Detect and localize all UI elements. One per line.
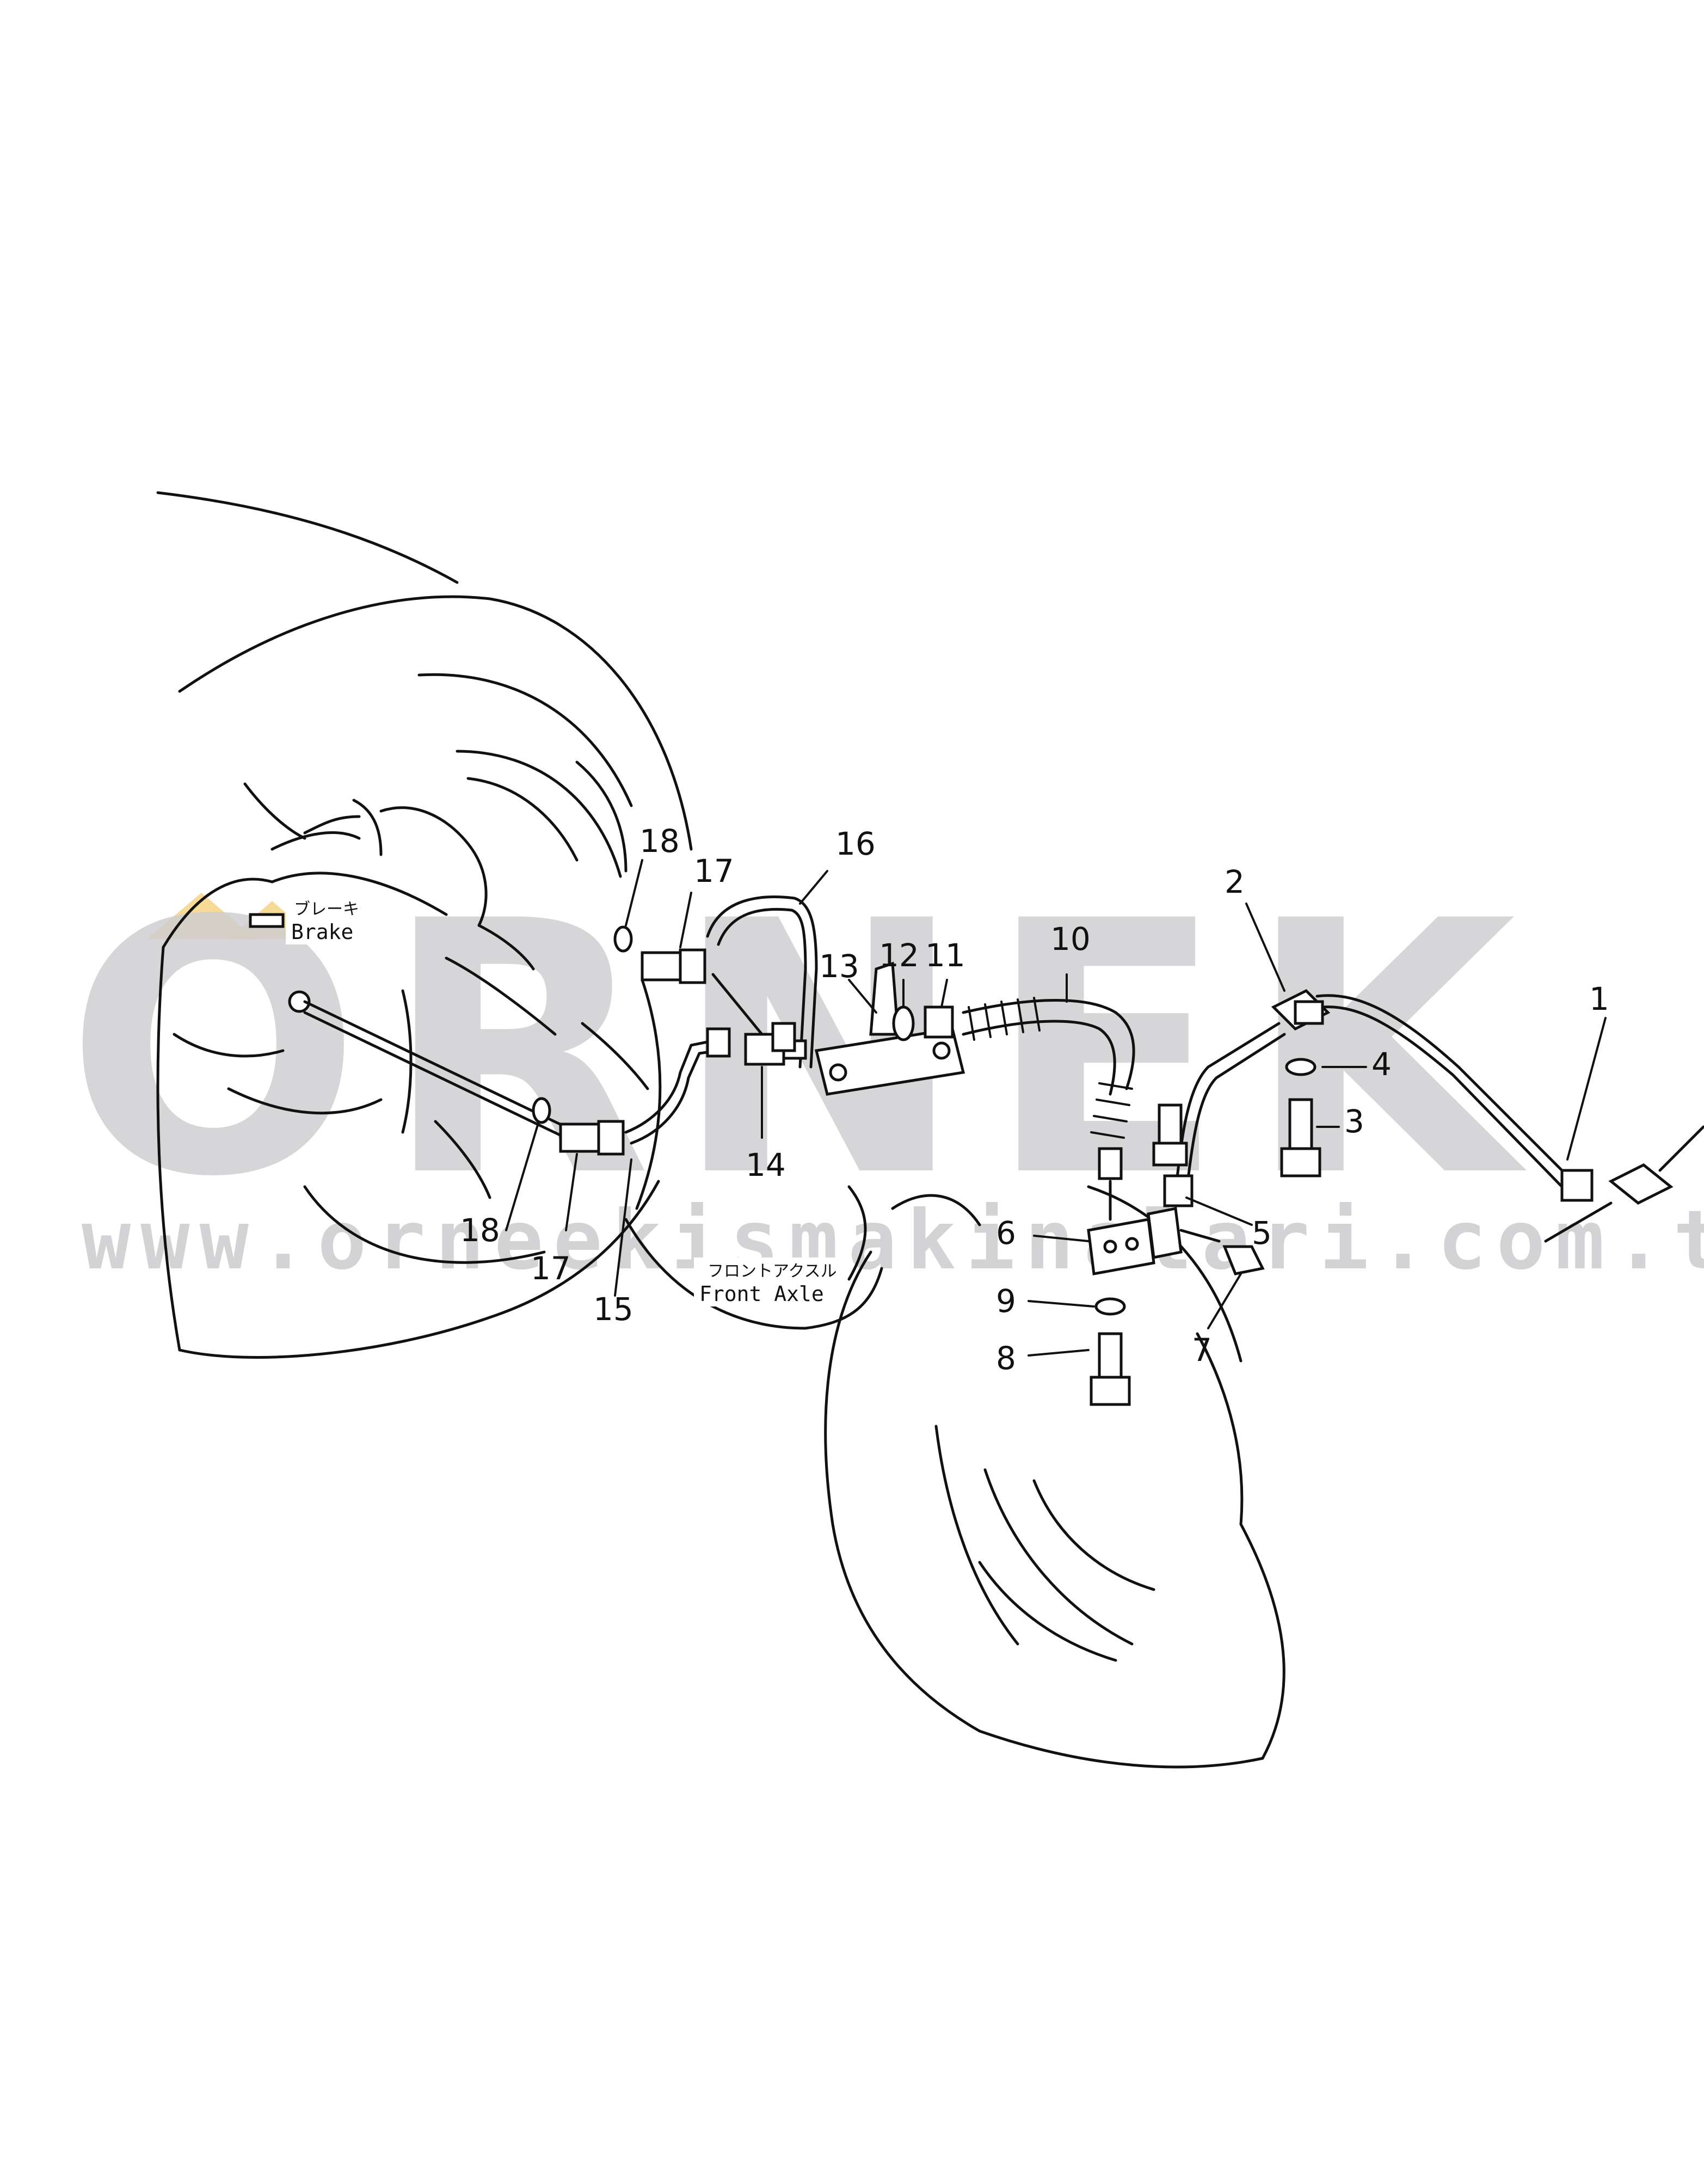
callout-13: 13 bbox=[819, 948, 859, 985]
callout-5: 5 bbox=[1252, 1214, 1272, 1251]
callout-17-lower: 17 bbox=[531, 1250, 571, 1287]
callout-12: 12 bbox=[879, 937, 919, 974]
callouts: 1 2 3 4 5 6 7 8 9 10 11 12 13 14 15 16 1… bbox=[460, 823, 1609, 1377]
watermark-accent-icon bbox=[147, 893, 256, 939]
front-axle-label-jp: フロントアクスル bbox=[708, 1262, 837, 1281]
callout-2: 2 bbox=[1225, 863, 1245, 900]
callout-6: 6 bbox=[996, 1214, 1016, 1251]
brake-label-jp: ブレーキ bbox=[294, 900, 359, 919]
callout-4: 4 bbox=[1371, 1046, 1392, 1083]
left-wheel bbox=[156, 491, 693, 1359]
front-axle-label-en: Front Axle bbox=[699, 1282, 824, 1306]
hose-spring-icon bbox=[968, 997, 1133, 1139]
callout-8: 8 bbox=[996, 1340, 1016, 1377]
callout-10: 10 bbox=[1050, 921, 1091, 958]
callout-14: 14 bbox=[746, 1146, 786, 1183]
brake-lines bbox=[303, 895, 1704, 1406]
brake-label-en: Brake bbox=[291, 920, 353, 944]
brake-label: ブレーキ Brake bbox=[286, 895, 367, 944]
callout-7: 7 bbox=[1192, 1332, 1212, 1369]
callout-17-upper: 17 bbox=[694, 852, 734, 889]
callout-3: 3 bbox=[1344, 1103, 1364, 1140]
right-wheel bbox=[624, 1185, 1285, 1769]
leader-lines bbox=[505, 859, 1607, 1357]
callout-16: 16 bbox=[835, 825, 876, 862]
callout-9: 9 bbox=[996, 1283, 1016, 1320]
callout-11: 11 bbox=[925, 937, 965, 974]
callout-15: 15 bbox=[593, 1291, 633, 1328]
front-axle-label: フロントアクスル Front Axle bbox=[694, 1257, 837, 1306]
callout-18-upper: 18 bbox=[639, 823, 680, 860]
callout-18-lower: 18 bbox=[460, 1212, 500, 1249]
callout-1: 1 bbox=[1589, 980, 1609, 1017]
